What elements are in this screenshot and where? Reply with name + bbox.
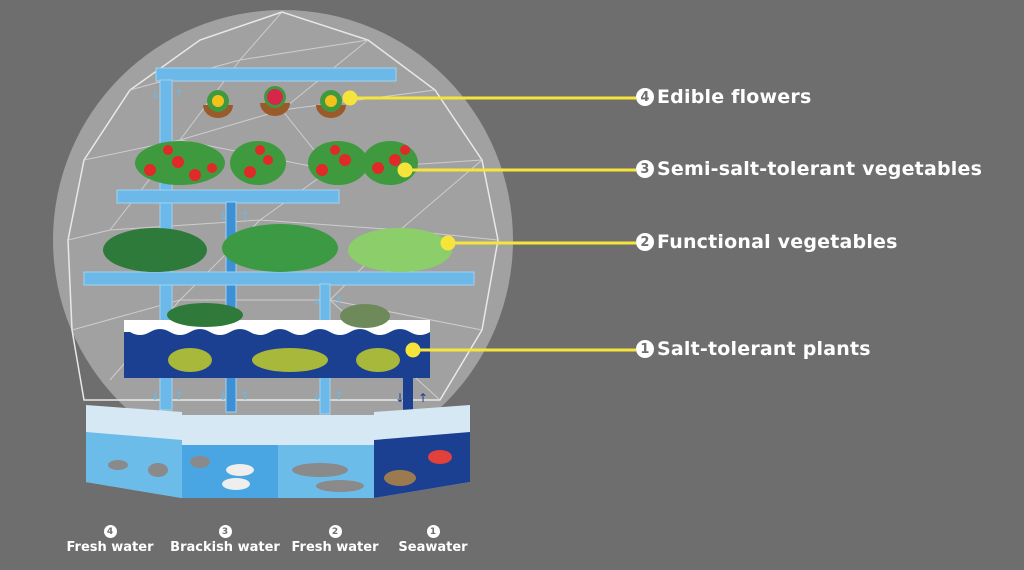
svg-text:↓: ↓ [218,209,228,223]
tank-label-text: Brackish water [170,540,280,555]
callout-salt-tolerant-plants: 1 Salt-tolerant plants [636,338,871,360]
svg-text:↑: ↑ [174,87,184,101]
number-badge: 4 [636,88,654,106]
salt-tolerant-tank [124,303,430,378]
number-badge: 3 [218,525,232,538]
callout-edible-flowers: 4 Edible flowers [636,86,811,108]
svg-text:↑: ↑ [418,391,428,405]
callout-label: Edible flowers [657,86,812,108]
tank-seawater-1 [374,405,470,498]
edible-flowers [203,86,346,118]
number-badge: 2 [636,233,654,251]
tank-label-fresh-water-2: 2 Fresh water [280,525,390,555]
tank-label-text: Fresh water [66,540,154,555]
number-badge: 1 [636,340,654,358]
svg-text:↓: ↓ [218,389,228,403]
tank-label-text: Seawater [398,540,468,555]
tank-fresh-water-4 [86,405,182,498]
number-badge: 3 [636,160,654,178]
functional-vegetables [103,224,452,272]
svg-text:↑: ↑ [240,389,250,403]
callout-label: Salt-tolerant plants [657,338,871,360]
number-badge: 4 [103,525,117,538]
svg-text:↑: ↑ [174,389,184,403]
svg-text:↓: ↓ [312,294,322,308]
svg-text:↓: ↓ [312,389,322,403]
tank-label-brackish-water-3: 3 Brackish water [170,525,280,555]
svg-text:↑: ↑ [334,294,344,308]
callout-label: Functional vegetables [657,231,898,253]
number-badge: 2 [328,525,342,538]
svg-text:↑: ↑ [240,209,250,223]
flow-arrows: ↓ ↑ ↓ ↑ ↓ ↑ ↓ ↑ ↓ ↑ ↓ ↑ ↓ ↑ [150,87,428,405]
callout-semi-salt-tolerant-vegetables: 3 Semi-salt-tolerant vegetables [636,158,982,180]
svg-text:↑: ↑ [334,389,344,403]
callout-lines [342,90,636,358]
number-badge: 1 [426,525,440,538]
fish-tanks [86,405,470,498]
svg-text:↓: ↓ [395,391,405,405]
semi-salt-tolerant-vegetables [135,141,418,185]
svg-text:↓: ↓ [150,389,160,403]
tank-label-fresh-water-4: 4 Fresh water [55,525,165,555]
callout-functional-vegetables: 2 Functional vegetables [636,231,898,253]
callout-label: Semi-salt-tolerant vegetables [657,158,983,180]
tank-label-text: Fresh water [291,540,379,555]
tank-label-seawater-1: 1 Seawater [378,525,488,555]
svg-text:↓: ↓ [150,87,160,101]
